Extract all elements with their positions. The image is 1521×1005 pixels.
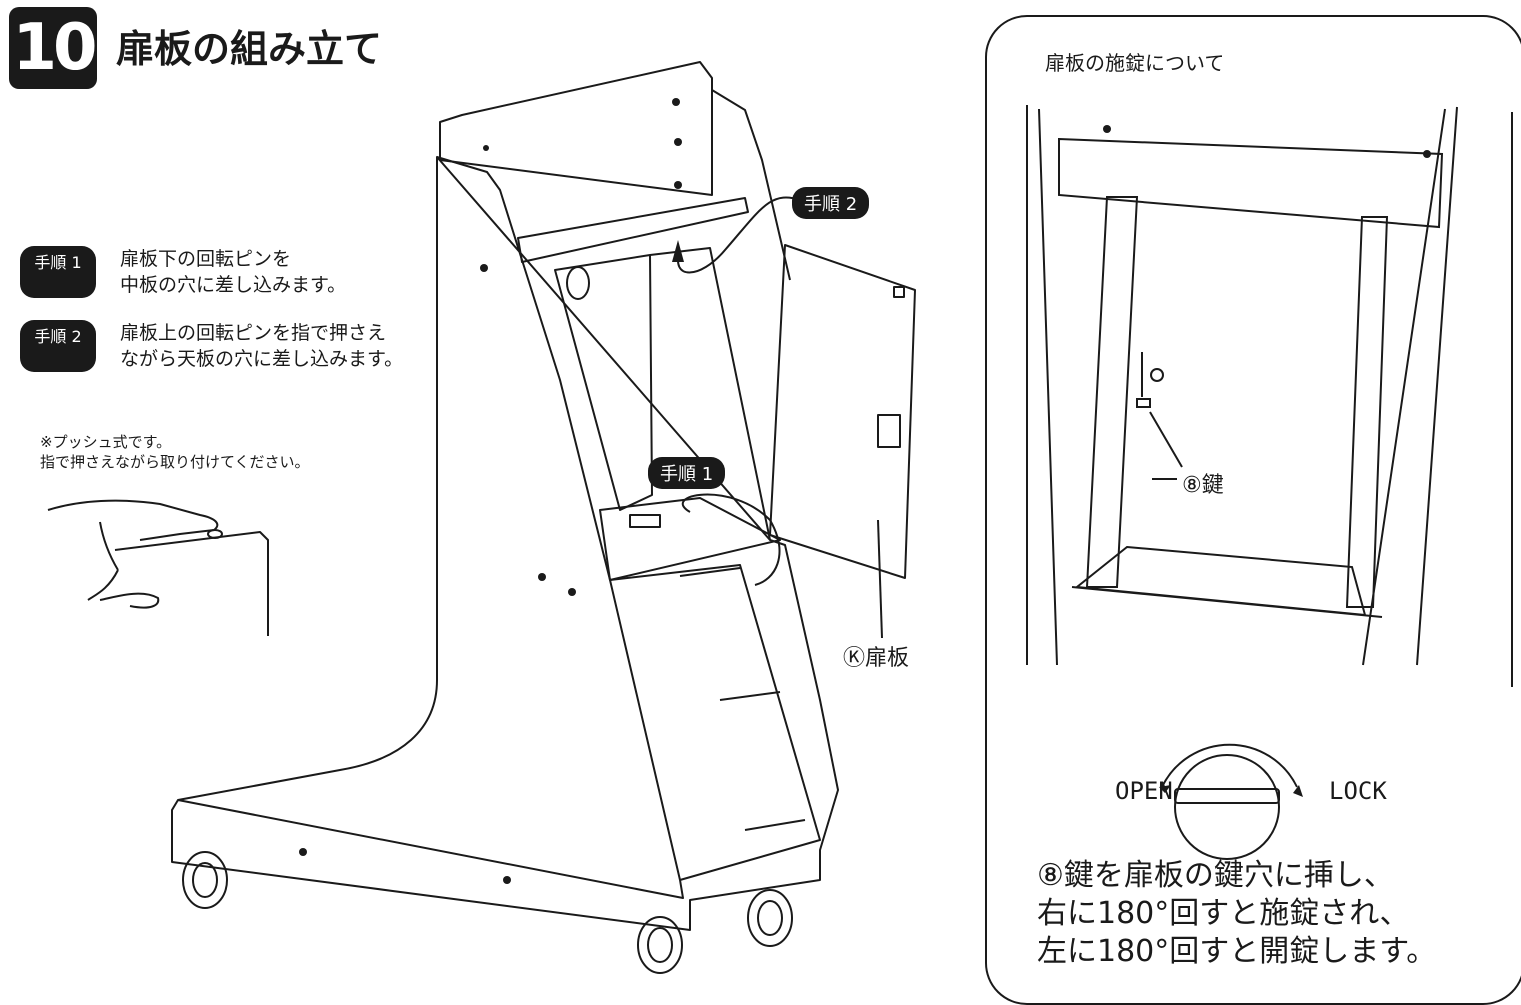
door-leader-line <box>877 519 883 639</box>
step-1-text: 扉板下の回転ピンを 中板の穴に差し込みます。 <box>120 246 346 298</box>
lower-compartment <box>609 564 821 881</box>
key-icon <box>1136 352 1183 468</box>
step-2-text: 扉板上の回転ピンを指で押さえ ながら天板の穴に差し込みます。 <box>120 320 403 372</box>
cable-hole <box>566 266 590 300</box>
lock-detail-illustration <box>1026 105 1513 860</box>
middle-shelf <box>599 497 781 581</box>
step-1-row: 手順 1 扉板下の回転ピンを 中板の穴に差し込みます。 <box>20 246 346 298</box>
wheel-right-icon <box>747 889 793 947</box>
right-post <box>1345 216 1389 608</box>
page-title: 扉板の組み立て <box>116 27 383 71</box>
wheel-left-icon <box>182 851 228 909</box>
step-1-line-2: 中板の穴に差し込みます。 <box>120 274 347 296</box>
step-2-arrow-path <box>677 196 801 274</box>
step-1-pill: 手順 1 <box>20 246 96 298</box>
back-rail <box>711 89 791 281</box>
lock-dial <box>1174 754 1280 860</box>
step-1-arrow-path <box>681 493 781 586</box>
shelf-slot <box>629 514 661 528</box>
step-2-callout: 手順 2 <box>792 187 870 219</box>
frame-top-rail <box>1058 137 1444 229</box>
door-panel <box>769 244 916 579</box>
inner-back <box>649 247 771 541</box>
push-note-line-1: ※プッシュ式です。 <box>40 433 172 451</box>
step-2-pill: 手順 2 <box>20 320 96 372</box>
step-2-row: 手順 2 扉板上の回転ピンを指で押さえ ながら天板の穴に差し込みます。 <box>20 320 403 372</box>
push-note-line-2: 指で押さえながら取り付けてください。 <box>40 453 310 471</box>
panel-title: 扉板の施錠について <box>1045 51 1225 75</box>
frame-bottom <box>1074 545 1367 617</box>
key-label: ⑧鍵 <box>1182 473 1224 498</box>
instruction-line-1: ⑧鍵を扉板の鍵穴に挿し、 <box>1037 858 1394 893</box>
frame-lines <box>1071 478 1383 618</box>
rotation-arrow-icons <box>1159 785 1303 797</box>
step-2-line-2: ながら天板の穴に差し込みます。 <box>120 348 404 370</box>
hinge-brackets <box>679 567 806 831</box>
top-shelf <box>517 197 749 263</box>
wheel-front-icon <box>637 916 683 974</box>
open-label: OPEN <box>1115 777 1173 805</box>
up-arrow-icon <box>672 240 684 262</box>
cabinet-front-curve <box>177 157 438 801</box>
door-hinge-top <box>893 286 905 298</box>
door-callout: Ⓚ扉板 <box>843 646 910 671</box>
rotation-arc <box>1161 743 1298 788</box>
lock-instructions: ⑧鍵を扉板の鍵穴に挿し、 右に180°回すと施錠され、 左に180°回すと開錠し… <box>1037 857 1436 971</box>
step-1-line-1: 扉板下の回転ピンを <box>120 248 292 270</box>
frame-uprights <box>1026 105 1513 687</box>
keyhole-icon <box>1150 368 1164 382</box>
push-note: ※プッシュ式です。 指で押さえながら取り付けてください。 <box>40 432 310 472</box>
left-post <box>1085 196 1139 588</box>
instruction-line-2: 右に180°回すと施錠され、 <box>1037 896 1410 931</box>
step-number-badge: 10 <box>9 7 98 89</box>
lock-label: LOCK <box>1329 777 1387 805</box>
inner-left-panel <box>554 254 653 511</box>
instruction-line-3: 左に180°回すと開錠します。 <box>1037 934 1437 969</box>
locking-panel: 扉板の施錠について ⑧鍵 OPEN LOCK ⑧鍵を扉板の鍵穴に挿し、 右に18… <box>985 15 1521 1005</box>
top-back-board <box>439 61 713 196</box>
key-handle <box>1174 788 1280 804</box>
panel-edge <box>114 531 269 636</box>
hand-finger <box>47 499 219 541</box>
push-pin-icon <box>207 529 223 539</box>
hand-palm <box>87 521 160 609</box>
cabinet-side <box>171 156 839 931</box>
screw-holes <box>299 98 682 884</box>
step-2-line-1: 扉板上の回転ピンを指で押さえ <box>120 322 387 344</box>
door-lock-plate <box>877 414 901 448</box>
step-1-callout: 手順 1 <box>648 457 726 489</box>
